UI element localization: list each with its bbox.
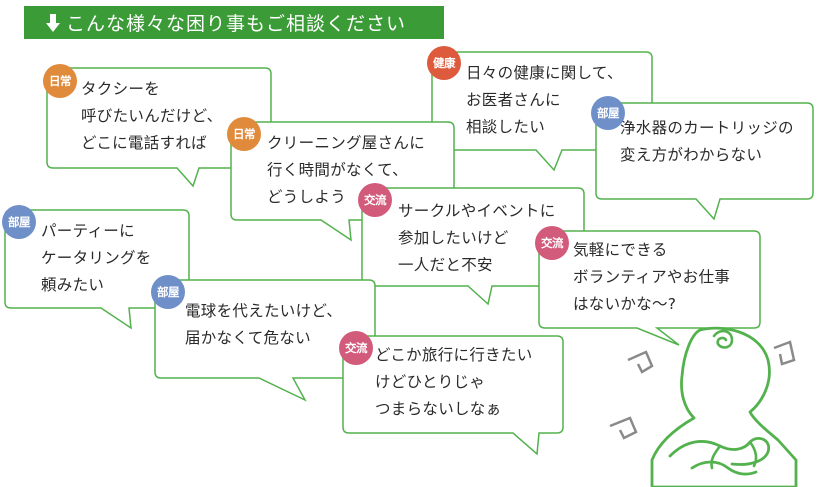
category-tag-daily: 日常 — [227, 117, 261, 151]
bubble-line: ケータリングを — [41, 249, 152, 267]
category-tag-room: 部屋 — [151, 275, 185, 309]
bubble-line: サークルやイベントに — [398, 202, 556, 220]
bubble-line: 相談したい — [466, 118, 546, 136]
banner-title: こんな様々な困り事もご相談ください — [66, 13, 407, 35]
category-tag-health: 健康 — [427, 46, 461, 80]
category-tag-social: 交流 — [339, 331, 373, 365]
bubble-line: つまらないしなぁ — [375, 400, 502, 418]
bubble-line: けどひとりじゃ — [375, 373, 486, 391]
bubble-line: どこか旅行に行きたい — [375, 346, 533, 364]
worried-person-illustration — [609, 326, 798, 487]
bubble-line: タクシーを — [81, 80, 161, 98]
bubble-line: 行く時間がなくて、 — [267, 161, 408, 179]
bubble-line: どこに電話すれば — [81, 134, 207, 152]
bubble-line: ボランティアやお仕事 — [573, 268, 731, 286]
bubble-line: 変え方がわからない — [620, 146, 763, 164]
bubble-line: 一人だと不安 — [398, 256, 493, 274]
bubble-line: 届かなくて危ない — [185, 329, 311, 347]
bubble-line: 参加したいけど — [398, 229, 509, 247]
category-tag-social: 交流 — [358, 183, 392, 217]
bubble-line: 頼みたい — [41, 276, 105, 294]
category-tag-room: 部屋 — [591, 96, 625, 130]
bubble-line: どうしよう — [267, 188, 347, 206]
bubble-line: お医者さんに — [466, 91, 561, 109]
bubble-line: クリーニング屋さんに — [267, 134, 426, 152]
category-tag-room: 部屋 — [2, 205, 36, 239]
bubble-line: 気軽にできる — [573, 241, 668, 259]
category-tag-social: 交流 — [535, 226, 569, 260]
category-tag-daily: 日常 — [43, 64, 77, 98]
bubble-line: パーティーに — [41, 222, 135, 240]
bubble-line: 呼びたいんだけど、 — [81, 107, 223, 125]
header-banner: こんな様々な困り事もご相談ください — [24, 6, 444, 39]
worry-mark-icon — [609, 340, 796, 440]
bubble-line: 日々の健康に関して、 — [466, 64, 623, 82]
bubble-line: 浄水器のカートリッジの — [620, 119, 794, 137]
bubble-line: 電球を代えたいけど、 — [185, 302, 343, 320]
bubble-line: はないかな～? — [573, 295, 677, 313]
arrow-down-icon — [46, 13, 60, 32]
